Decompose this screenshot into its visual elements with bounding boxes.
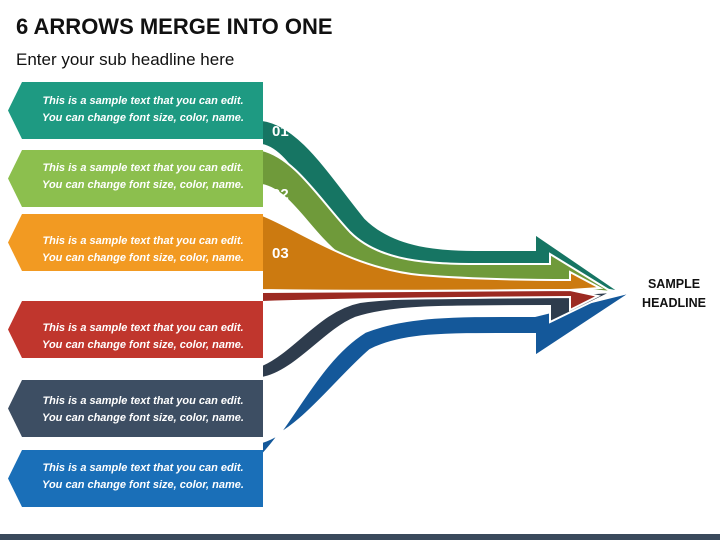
item-text-02: This is a sample text that you can edit.… (18, 160, 268, 194)
item-text-line: This is a sample text that you can edit. (42, 322, 244, 334)
item-number-06: 06 (272, 442, 289, 459)
item-text-03: This is a sample text that you can edit.… (18, 233, 268, 267)
label-banner-01 (8, 82, 263, 139)
item-number-03: 03 (272, 245, 289, 262)
label-banner-05 (8, 380, 263, 437)
item-text-line: You can change font size, color, name. (42, 479, 244, 491)
item-text-05: This is a sample text that you can edit.… (18, 393, 268, 427)
page-title: 6 ARROWS MERGE INTO ONE (16, 14, 333, 39)
item-text-06: This is a sample text that you can edit.… (18, 460, 268, 494)
item-text-line: This is a sample text that you can edit. (42, 395, 244, 407)
item-number-04: 04 (272, 322, 289, 339)
item-text-line: You can change font size, color, name. (42, 112, 244, 124)
item-text-line: This is a sample text that you can edit. (42, 235, 244, 247)
sample-headline: SAMPLE HEADLINE (634, 275, 714, 313)
item-text-line: You can change font size, color, name. (42, 179, 244, 191)
item-text-line: You can change font size, color, name. (42, 412, 244, 424)
item-text-04: This is a sample text that you can edit.… (18, 320, 268, 354)
label-banner-04 (8, 301, 263, 358)
item-text-line: This is a sample text that you can edit. (42, 95, 244, 107)
arrow-band-06 (261, 291, 633, 458)
item-number-01: 01 (272, 123, 289, 140)
item-number-02: 02 (272, 186, 289, 203)
label-banner-06 (8, 450, 263, 507)
item-text-line: This is a sample text that you can edit. (42, 162, 244, 174)
item-text-line: You can change font size, color, name. (42, 339, 244, 351)
arrow-band-05 (261, 291, 613, 380)
bottom-bar (0, 534, 720, 540)
item-text-line: This is a sample text that you can edit. (42, 462, 244, 474)
item-text-line: You can change font size, color, name. (42, 252, 244, 264)
headline-line-2: HEADLINE (642, 296, 706, 310)
item-text-01: This is a sample text that you can edit.… (18, 93, 268, 127)
headline-line-1: SAMPLE (647, 277, 701, 291)
arrow-band-04 (261, 288, 601, 312)
label-banner-03 (8, 214, 263, 271)
label-banner-02 (8, 150, 263, 207)
page-subtitle: Enter your sub headline here (16, 50, 235, 69)
item-number-05: 05 (272, 382, 289, 399)
